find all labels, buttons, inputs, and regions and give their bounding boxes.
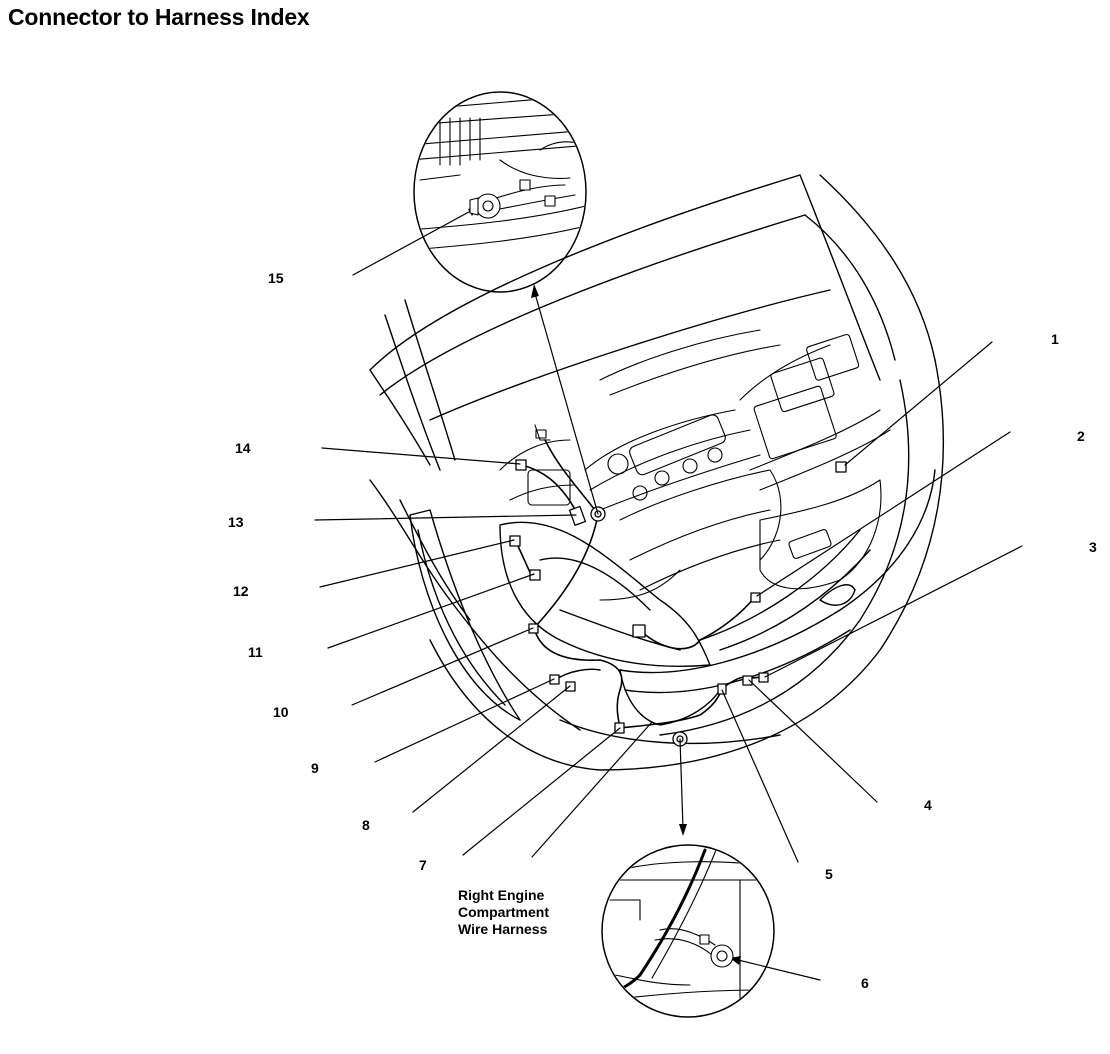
callout-5: 5 [825, 866, 833, 882]
connector-9 [549, 674, 560, 685]
detail-inset-15 [413, 91, 587, 293]
connector-1 [835, 461, 847, 473]
wheel-arch [409, 509, 521, 721]
leader-lines [314, 206, 1023, 981]
callout-10: 10 [273, 704, 289, 720]
callout-7: 7 [419, 857, 427, 873]
connector-3 [758, 672, 769, 683]
callout-11: 11 [248, 644, 263, 660]
connector-headlight [632, 624, 646, 638]
headlight-housing [499, 521, 711, 667]
callout-8: 8 [362, 817, 370, 833]
hood-rear-edge [429, 289, 831, 421]
harness-label: Right Engine Compartment Wire Harness [458, 887, 549, 938]
callout-9: 9 [311, 760, 319, 776]
callout-4: 4 [924, 797, 932, 813]
callout-14: 14 [235, 440, 251, 456]
fender-outline [429, 359, 945, 771]
callout-6: 6 [861, 975, 869, 991]
detail-inset-6 [601, 844, 775, 1018]
connector-13 [568, 505, 587, 526]
page-title: Connector to Harness Index [8, 4, 310, 30]
vehicle-body [369, 174, 945, 771]
callout-1: 1 [1051, 331, 1059, 347]
connector-5 [717, 683, 727, 695]
hood-inner-edge [379, 214, 806, 396]
connector-14 [515, 459, 527, 471]
callout-12: 12 [233, 583, 249, 599]
callout-2: 2 [1077, 428, 1085, 444]
front-bumper [619, 469, 936, 674]
connector-8 [565, 681, 576, 692]
connector-4 [742, 675, 753, 686]
harness-label-line1: Right Engine [458, 887, 545, 903]
hood-outline [369, 174, 881, 381]
harness-label-line3: Wire Harness [458, 921, 548, 937]
harness-label-line2: Compartment [458, 904, 550, 920]
engine-bay [499, 329, 891, 601]
connector-2 [750, 592, 761, 603]
connectors [509, 459, 847, 747]
callout-3: 3 [1089, 539, 1097, 555]
callout-15: 15 [268, 270, 284, 286]
connector-10 [528, 623, 539, 634]
callout-13: 13 [228, 514, 244, 530]
